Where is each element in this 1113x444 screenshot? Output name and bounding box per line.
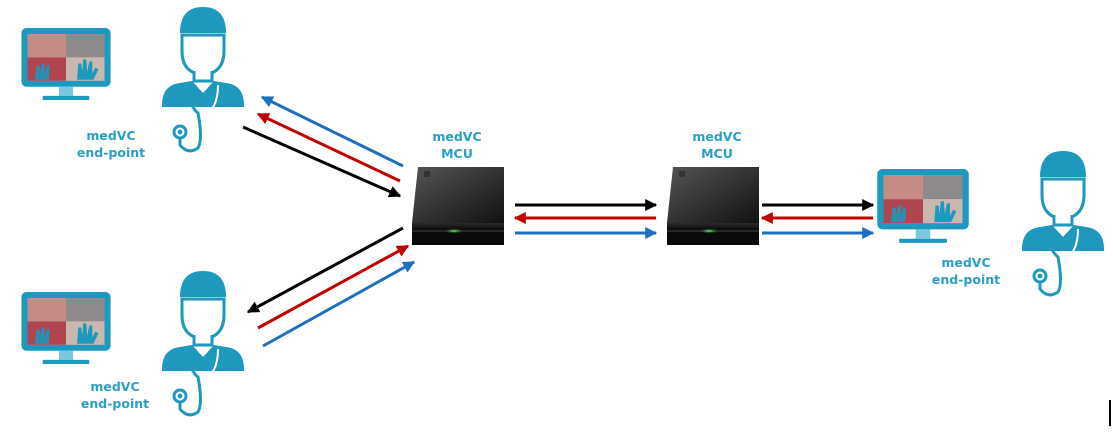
text-cursor [1109, 400, 1111, 426]
doctor-icon [160, 269, 246, 417]
doctor-icon [160, 5, 246, 153]
arrow-blue [262, 260, 416, 348]
label-line: MCU [441, 146, 473, 161]
mcu-server-icon [411, 166, 505, 246]
doctor-icon [1020, 149, 1106, 297]
mcu-label: medVC MCU [407, 128, 507, 162]
label-line: end-point [76, 145, 146, 160]
label-line: MCU [701, 146, 733, 161]
label-line: end-point [80, 396, 150, 411]
monitor-icon [877, 169, 969, 243]
mcu-server-icon [666, 166, 760, 246]
arrow-red [256, 112, 401, 183]
arrow-black [246, 226, 404, 314]
endpoint-label: medVC end-point [916, 254, 1016, 288]
label-line: medVC [941, 255, 991, 270]
monitor-icon [21, 292, 111, 364]
label-line: medVC [90, 379, 140, 394]
label-line: end-point [931, 272, 1001, 287]
endpoint-label: medVC end-point [61, 127, 161, 161]
monitor-icon [21, 28, 111, 100]
arrow-black [242, 125, 402, 198]
arrow-red [257, 244, 410, 330]
arrow-blue [260, 95, 404, 168]
mcu-label: medVC MCU [667, 128, 767, 162]
label-line: medVC [86, 128, 136, 143]
label-line: medVC [692, 129, 742, 144]
label-line: medVC [432, 129, 482, 144]
endpoint-label: medVC end-point [65, 378, 165, 412]
